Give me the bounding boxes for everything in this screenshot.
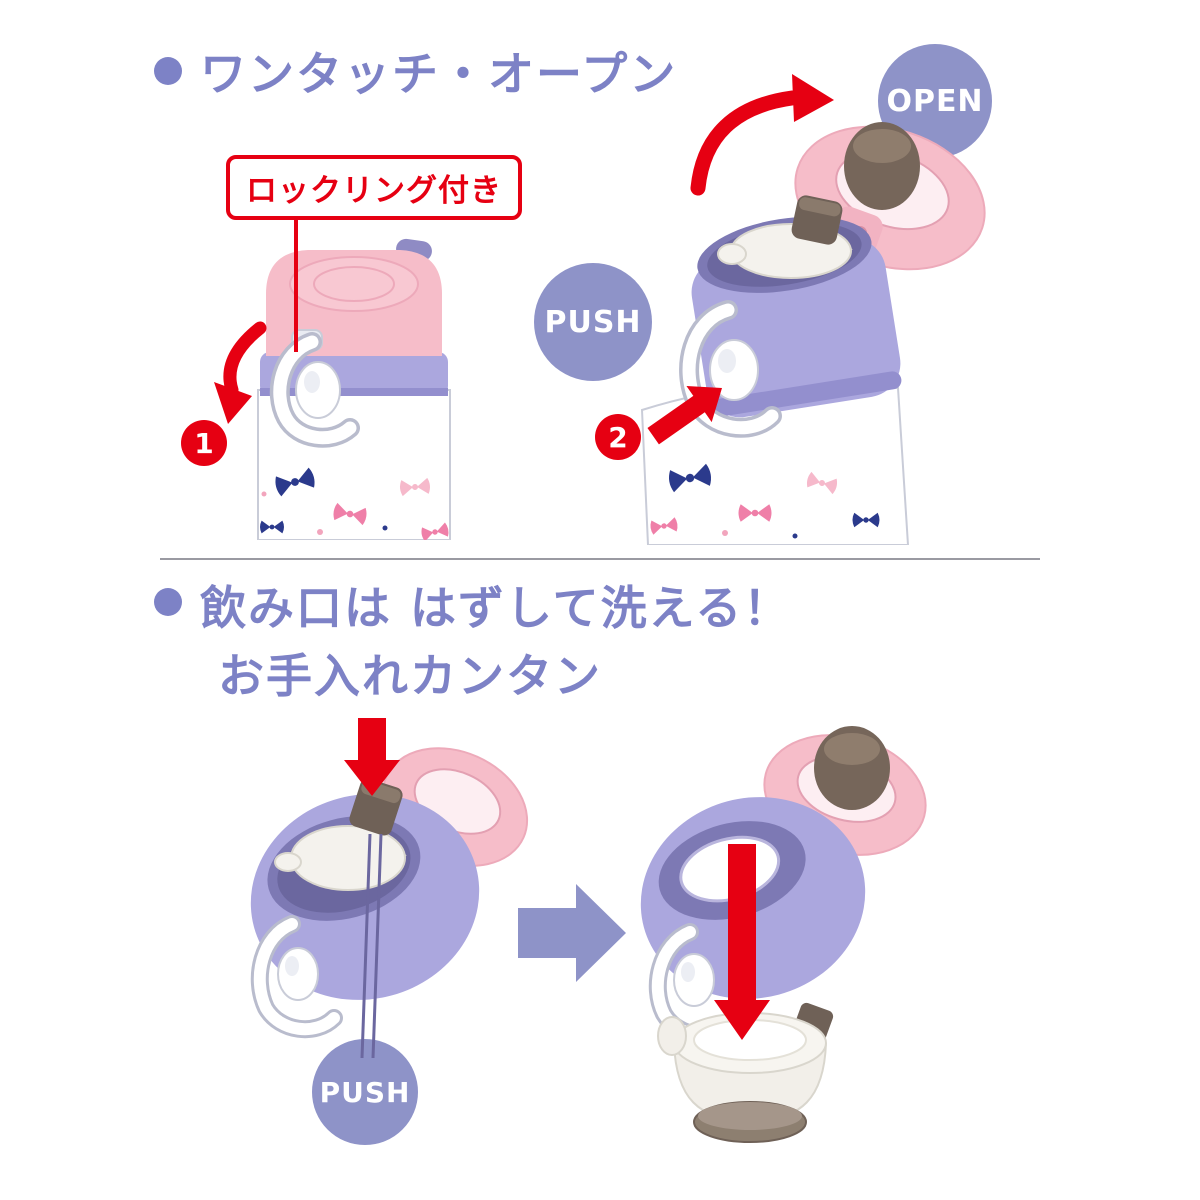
remove-down-arrow-icon	[714, 844, 770, 1040]
press-down-arrow-icon	[344, 718, 400, 796]
push-badge-bottom: PUSH	[312, 1039, 418, 1145]
callout-connector-line	[294, 214, 298, 352]
mouthpiece	[274, 825, 407, 891]
lock-ring	[250, 915, 343, 1039]
latch	[791, 195, 843, 245]
section2-title-line2: お手入れカンタン	[218, 649, 602, 703]
push-arrow-icon	[647, 386, 722, 445]
lock-ring	[269, 329, 360, 448]
section2-title-line1: 飲み口は はずして洗える！	[200, 581, 792, 635]
next-step-arrow-icon	[518, 884, 626, 982]
bottle-open-illustration	[640, 74, 986, 545]
bullet-icon	[154, 57, 182, 85]
step-1-badge: 1	[181, 420, 227, 466]
lid-push-illustration	[250, 718, 529, 1059]
open-rotate-arrow-icon	[690, 74, 834, 196]
stopper	[814, 726, 890, 810]
lock-ring-callout: ロックリング付き	[226, 155, 522, 220]
push-badge: PUSH	[534, 263, 652, 381]
removed-mouthpiece	[657, 1002, 834, 1143]
callout-lines	[360, 833, 383, 1059]
section-divider	[160, 558, 1040, 560]
step-2-badge: 2	[595, 414, 641, 460]
section1-title: ワンタッチ・オープン	[200, 47, 678, 101]
stopper	[844, 122, 920, 210]
lid-removed-illustration	[640, 726, 927, 1143]
unlock-rotate-arrow-icon	[214, 321, 267, 424]
section2-title: 飲み口は はずして洗える！ お手入れカンタン	[200, 574, 791, 710]
bottle-locked-illustration	[257, 238, 451, 540]
bullet-icon	[154, 588, 182, 616]
